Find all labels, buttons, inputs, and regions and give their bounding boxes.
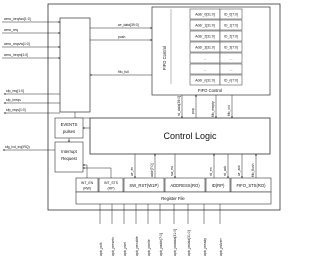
control-logic-block [89, 117, 271, 155]
bus-signal-label: apb_pready [203, 238, 207, 256]
bus-signal-label: apb_penable [135, 236, 139, 256]
events-block [54, 117, 84, 139]
fifo-signal-label: pop [191, 108, 195, 114]
fifo-addr-cell: Addr_3[31:0] [195, 46, 214, 50]
bus-signal-label: apb_pslverr [219, 237, 223, 256]
interrupt-label-line2: Request [61, 156, 77, 161]
fifo-bottom-signals: rd_data[39:0] pop fifo_empty fifo_cnt [177, 94, 233, 119]
fifo-addr-cell: Addr_n[31:0] [195, 79, 214, 83]
register-label: (RP) [108, 187, 115, 191]
left-top-signals: wmo_ireq/wo[1:0] wmo_req wmo_reqs/w[1:0]… [2, 17, 61, 59]
logic-signal-label: fifo_flush [251, 163, 255, 177]
register-label: SW_RST(W1P) [129, 183, 159, 188]
events-label-line1: EVENTS [61, 122, 78, 127]
logic-signal-label: sw_rst [170, 166, 174, 176]
bus-signal-label: apb_pclk [99, 242, 103, 256]
fifo-id-cell: ID_n[7:0] [224, 79, 238, 83]
fifo-signal-label: push [118, 35, 125, 39]
fifo-input-signals: wr_data[39:0] push fifo_full [89, 23, 153, 76]
fifo-addr-cell: ... [204, 57, 207, 61]
register-row: INT_EN (RW) INT_STS (RP) SW_RST(W1P) ADD… [75, 177, 272, 205]
fifo-table: Addr_0[31:0] ID_0[7:0] Addr_1[31:0] ID_1… [189, 8, 243, 86]
events-label-line2: pulses [63, 129, 75, 134]
fifo-signal-label: wr_data[39:0] [118, 23, 139, 27]
signal-label: wmo_ireqm[1:0] [4, 53, 28, 57]
control-logic-bottom-signals: wr_en addr[7:0] sw_rst rd_en rd_ack wr_a… [130, 153, 257, 179]
fifo-id-cell: ID_2[7:0] [224, 35, 238, 39]
fifo-signal-label: rd_data[39:0] [177, 96, 181, 116]
bus-signals: apb_pclk apb_presetn apb_psel apb_penabl… [99, 204, 223, 256]
fifo-id-cell: ID_1[7:0] [224, 24, 238, 28]
fifo-signal-label: fifo_cnt [227, 105, 231, 116]
signal-label: wmo_reqs/w[1:0] [4, 42, 30, 46]
bus-signal-label: apb_paddr[7:0] [159, 233, 163, 256]
fifo-addr-cell: Addr_0[31:0] [195, 13, 214, 17]
fifo-control-bottom-label: FIFO Control [198, 88, 222, 93]
register-label: INT_EN [81, 181, 94, 185]
fifo-addr-cell: ... [204, 68, 207, 72]
fifo-id-cell: ID_0[7:0] [224, 13, 238, 17]
fifo-signal-label: fifo_full [118, 70, 129, 74]
register-label: ADDRESS(RO) [170, 183, 200, 188]
interrupt-label-line1: Interrupt [61, 149, 77, 154]
left-middle-signals: sfp_req[1:0] sfp_irreqs sfp_reqs[1:0] [3, 89, 60, 114]
register-file-label: Register File [161, 196, 185, 201]
fifo-control-side-label: FIFO Control [162, 46, 167, 70]
bus-signal-label: apb_prdata[31:0] [187, 230, 191, 256]
register-label: FIFO_STS(RO) [236, 183, 266, 188]
signal-label: sfp_req[1:0] [6, 89, 24, 93]
fifo-id-cell: ... [230, 57, 233, 61]
register-label: INT_STS [104, 181, 119, 185]
fifo-signal-label: fifo_empty [211, 101, 215, 117]
fifo-id-cell: ... [230, 68, 233, 72]
bus-signal-label: apb_presetn [111, 237, 115, 256]
fifo-addr-cell: Addr_1[31:0] [195, 24, 214, 28]
bus-signal-label: apb_psel [123, 242, 127, 256]
signal-label: sfp_irreqs [6, 98, 21, 102]
logic-signal-label: wr_en [130, 167, 134, 176]
signal-label: wmo_ireq/wo[1:0] [4, 17, 31, 21]
control-logic-label: Control Logic [163, 131, 217, 141]
logic-signal-label: rd_en [209, 167, 213, 176]
signal-label: wmo_req [4, 28, 18, 32]
register-label: (RW) [83, 187, 91, 191]
mux-block [59, 17, 91, 113]
fifo-id-cell: ID_3[7:0] [224, 46, 238, 50]
register-file-block [75, 191, 272, 205]
register-label: ID(RP) [212, 183, 225, 188]
interrupt-block [54, 141, 84, 173]
bus-signal-label: apb_pwrite [147, 239, 151, 256]
logic-signal-label: wr_ack [237, 165, 241, 176]
fifo-addr-cell: Addr_2[31:0] [195, 35, 214, 39]
logic-signal-label: rd_ack [223, 166, 227, 176]
irq-signal-label: sfg_lvd_irq(IRQ) [5, 145, 30, 149]
bus-signal-label: apb_pwdata[31:0] [173, 229, 177, 256]
logic-signal-label: addr[7:0] [150, 164, 154, 177]
signal-label: sfp_reqs[1:0] [6, 108, 26, 112]
block-diagram: wmo_ireq/wo[1:0] wmo_req wmo_reqs/w[1:0]… [2, 3, 281, 256]
